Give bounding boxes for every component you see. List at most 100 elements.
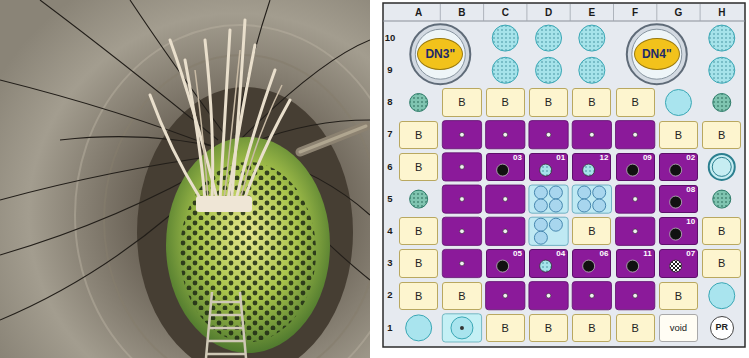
cell-label: PR	[715, 323, 728, 333]
beam-tube-inner	[632, 29, 682, 79]
position-number: 12	[600, 154, 609, 163]
fuel-dot	[460, 261, 465, 266]
position-number: 01	[556, 154, 565, 163]
cluster-rod	[534, 199, 547, 212]
cell-label: B	[675, 290, 682, 302]
row-label: 4	[387, 226, 392, 236]
row-label: 8	[387, 97, 392, 107]
cell-label: void	[670, 323, 687, 333]
beryllium-cell: B	[572, 217, 611, 245]
beam-tube-inner	[415, 29, 465, 79]
fuel-position-cell: 04	[529, 249, 568, 277]
irradiation-circle	[410, 94, 428, 112]
beryllium-cell: B	[659, 121, 698, 149]
water-channel	[709, 283, 735, 309]
bundle-base	[196, 196, 252, 212]
cell-label: DN4"	[642, 48, 672, 61]
column-label: D	[545, 7, 552, 18]
cell-label: B	[718, 225, 725, 237]
cluster-cell	[572, 185, 611, 213]
tank-opening	[137, 87, 353, 358]
pneumatic-rabbit-circle: PR	[710, 316, 734, 340]
reflector-circle	[709, 57, 735, 83]
irradiation-circle	[713, 190, 731, 208]
experiment-marker	[540, 260, 552, 272]
experiment-marker	[496, 164, 508, 176]
fuel-position-cell: 08	[659, 185, 698, 213]
header-divider	[526, 4, 527, 21]
cluster-cell	[529, 185, 568, 213]
fuel-cell	[486, 185, 525, 213]
reflector-circle	[709, 25, 735, 51]
cell-label: B	[415, 161, 422, 173]
fuel-dot	[503, 197, 508, 202]
cell-label: B	[631, 96, 638, 108]
beryllium-cell: B	[399, 217, 438, 245]
header-divider	[440, 4, 441, 21]
fuel-dot	[503, 132, 508, 137]
fuel-dot	[503, 229, 508, 234]
fuel-dot	[633, 293, 638, 298]
fuel-dot	[460, 229, 465, 234]
header-divider	[700, 4, 701, 21]
row-label: 9	[387, 65, 392, 75]
cell-label: B	[718, 257, 725, 269]
cell-label: B	[675, 129, 682, 141]
fuel-dot	[633, 132, 638, 137]
position-number: 03	[513, 154, 522, 163]
beryllium-cell: B	[659, 282, 698, 310]
beryllium-cell: B	[529, 314, 568, 342]
fuel-dot	[633, 197, 638, 202]
water-channel	[665, 90, 691, 116]
fuel-position-cell: 01	[529, 153, 568, 181]
source-dot	[460, 326, 464, 330]
beryllium-cell: B	[616, 88, 655, 116]
void-cell: void	[659, 314, 698, 342]
beam-tube-label: DN4"	[634, 38, 680, 70]
cluster-rod	[593, 199, 606, 212]
water-channel	[406, 315, 432, 341]
position-number: 08	[686, 186, 695, 195]
fuel-cell	[486, 217, 525, 245]
beryllium-cell: B	[702, 217, 741, 245]
position-number: 10	[686, 218, 695, 227]
experiment-marker	[626, 164, 638, 176]
position-number: 05	[513, 250, 522, 259]
reflector-circle	[492, 57, 518, 83]
cluster-rod	[578, 199, 591, 212]
fuel-dot	[460, 132, 465, 137]
row-label: 2	[387, 290, 392, 300]
cluster-cell	[529, 217, 568, 245]
beryllium-cell: B	[702, 249, 741, 277]
cell-label: B	[588, 225, 595, 237]
cell-label: B	[415, 257, 422, 269]
reflector-circle	[536, 25, 562, 51]
column-label: F	[632, 7, 638, 18]
irradiation-circle	[410, 190, 428, 208]
row-label: 3	[387, 258, 392, 268]
fuel-position-cell: 05	[486, 249, 525, 277]
row-label: 7	[387, 129, 392, 139]
column-label: E	[589, 7, 596, 18]
cluster-rod	[549, 199, 562, 212]
cluster-rod	[578, 186, 591, 199]
fuel-cell	[616, 185, 655, 213]
header-divider	[613, 4, 614, 21]
cell-label: B	[631, 322, 638, 334]
position-number: 11	[643, 250, 651, 259]
fuel-dot	[503, 293, 508, 298]
fuel-cell	[442, 185, 481, 213]
fuel-cell	[529, 282, 568, 310]
fuel-cell	[442, 217, 481, 245]
column-label: H	[718, 7, 725, 18]
experiment-marker	[583, 260, 595, 272]
channel-ring	[709, 154, 735, 180]
reflector-circle	[579, 57, 605, 83]
fuel-dot	[546, 132, 551, 137]
position-number: 09	[643, 154, 652, 163]
source-circle	[451, 317, 473, 339]
beryllium-cell: B	[486, 88, 525, 116]
fuel-position-cell: 06	[572, 249, 611, 277]
cell-label: B	[545, 96, 552, 108]
fuel-dot	[590, 293, 595, 298]
